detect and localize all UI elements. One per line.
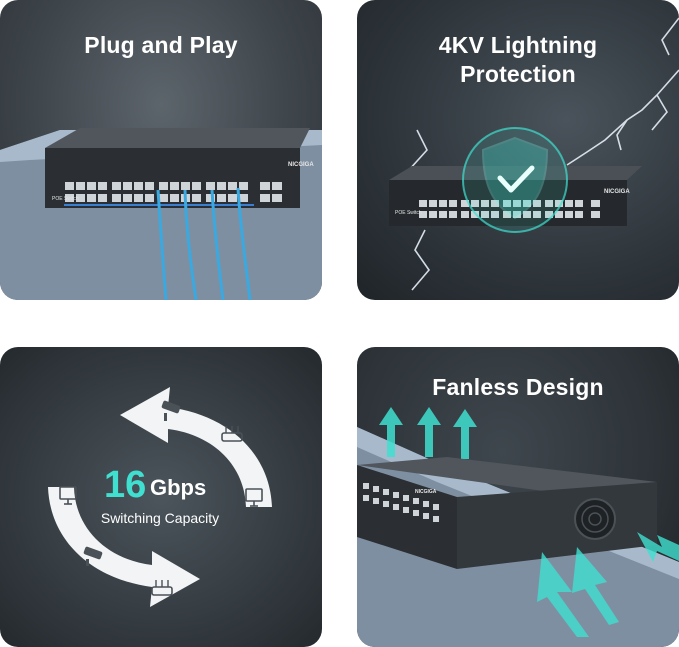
panel-title: 4KV Lightning Protection — [357, 31, 679, 89]
router-icon — [221, 426, 243, 442]
switch-label: POE Switch — [52, 196, 79, 202]
port-block — [363, 483, 439, 522]
lightning-protection-panel: POE Switch NICGIGA 4KV Lightning Protect… — [357, 0, 679, 300]
monitor-icon — [245, 488, 263, 507]
airflow-arrow-icon — [537, 532, 679, 637]
capacity-number: 16 — [104, 464, 146, 506]
panel-title: Plug and Play — [84, 32, 238, 58]
capacity-unit: Gbps — [150, 475, 206, 500]
brand-logo: NICGIGA — [415, 489, 437, 495]
switch-top — [357, 457, 657, 495]
port-block — [419, 200, 600, 218]
switching-capacity-illustration: 16 Gbps Switching Capacity — [48, 387, 272, 607]
fan-grille — [574, 498, 616, 540]
switch-top — [45, 128, 310, 148]
brand-logo: NICGIGA — [288, 162, 314, 168]
switch-label: POE Switch — [395, 210, 422, 216]
plug-and-play-illustration: POE Switch NICGIGA — [0, 128, 322, 300]
poe-switch-device — [357, 465, 457, 569]
panel-title: Fanless Design — [432, 374, 604, 400]
circular-arrows — [48, 387, 272, 607]
plug-and-play-panel: POE Switch NICGIGA Plug and Play — [0, 0, 322, 300]
monitor-icon — [59, 486, 77, 505]
ethernet-cables — [156, 187, 252, 300]
capacity-subtitle: Switching Capacity — [101, 510, 219, 526]
title-line-2: Protection — [460, 61, 576, 87]
lightning-illustration: POE Switch NICGIGA — [389, 17, 679, 291]
cctv-camera-icon — [161, 400, 181, 421]
switching-capacity-panel: 16 Gbps Switching Capacity — [0, 347, 322, 647]
router-icon — [151, 580, 173, 596]
airflow-arrow-icon — [379, 407, 477, 459]
brand-logo: NICGIGA — [604, 189, 630, 195]
title-line-1: 4KV Lightning — [438, 32, 598, 58]
cctv-camera-icon — [83, 546, 103, 566]
fanless-illustration: NICGIGA — [357, 407, 679, 647]
fanless-design-panel: NICGIGA — [357, 347, 679, 647]
shield-check-icon — [462, 127, 568, 233]
